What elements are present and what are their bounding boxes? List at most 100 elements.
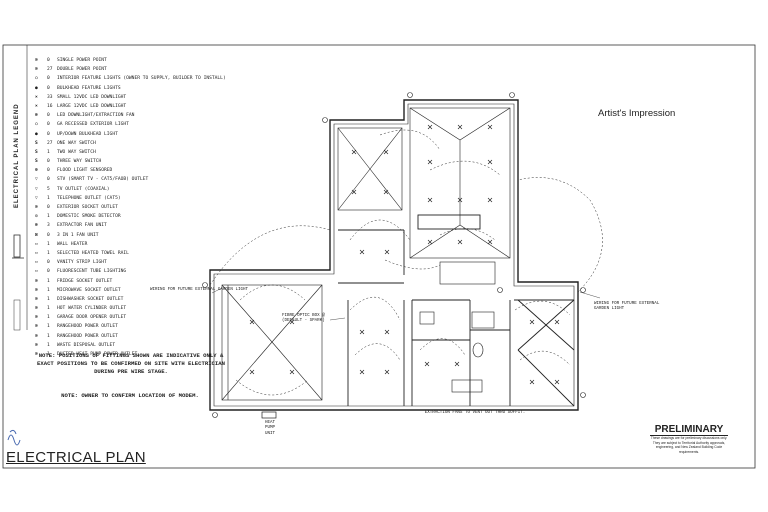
legend-qty: 1 (47, 241, 50, 247)
legend-symbol-icon: S (35, 140, 38, 146)
legend-symbol-icon: ▭ (35, 260, 38, 266)
legend-label: VANITY STRIP LIGHT (57, 260, 107, 266)
legend-qty: 1 (47, 342, 50, 348)
interior-walls (338, 229, 575, 407)
legend-symbol-icon: ⊙ (35, 352, 38, 357)
legend-label: FLOOD LIGHT SENSORED (57, 168, 113, 174)
legend-symbol-icon: ⊙ (35, 315, 38, 321)
legend-symbol-icon: ⊙ (35, 278, 38, 284)
preliminary-title: PRELIMINARY (650, 424, 728, 436)
preliminary-note: These drawings are for preliminary discu… (650, 436, 728, 454)
legend-label: ONE WAY SWITCH (57, 140, 96, 146)
legend-label: STV (SMART TV - CAT5/FAOB) OUTLET (57, 177, 149, 183)
legend-label: HOT WATER CYLINDER OUTLET (57, 306, 127, 312)
legend-symbol-icon: ▭ (35, 241, 38, 247)
bedroom-upper-left (337, 127, 403, 211)
legend-symbol-icon: S (35, 149, 38, 155)
legend-qty: 33 (47, 94, 53, 100)
wiring-left-annotation: WIRING FOR FUTURE EXTERNAL GARDEN LIGHT (150, 288, 249, 292)
legend-symbol-icon: ⊕ (35, 168, 38, 174)
legend-label: GA RECESSED EXTERIOR LIGHT (57, 122, 129, 128)
legend-symbol-icon: ⊙ (35, 205, 38, 210)
legend-symbol-icon: S (35, 159, 38, 165)
legend-symbol-icon: ⊙ (35, 333, 38, 339)
legend-symbol-icon: ⊙ (35, 342, 38, 348)
exterior-walls (209, 99, 579, 411)
legend-label: DUCTED HEAT PUMP POWER OUTLET (57, 352, 138, 357)
legend-symbol-icon: ● (35, 85, 38, 91)
legend-symbol-icon: ○ (35, 76, 38, 82)
toilet (472, 342, 484, 358)
legend-qty: 27 (47, 140, 53, 146)
legend-symbol-icon: ⊗ (35, 113, 38, 119)
legend-label: MICROWAVE SOCKET OUTLET (57, 287, 121, 293)
legend-symbol-icon: × (35, 103, 38, 109)
legend-item: ▭ 1 WALL HEATER (35, 240, 235, 249)
legend-label: EXTRACTOR FAN UNIT (57, 223, 107, 229)
legend-qty: 1 (47, 278, 50, 284)
kitchen-bench (439, 261, 496, 285)
legend-label: WALL HEATER (57, 241, 88, 247)
legend-qty: 3 (47, 223, 50, 229)
heat-pump-annotation: HEAT PUMP UNIT (264, 421, 276, 436)
legend-label: DOMESTIC SMOKE DETECTOR (57, 214, 121, 220)
legend-qty: 1 (47, 306, 50, 312)
legend-qty: 0 (47, 269, 50, 275)
legend-qty: 1 (47, 333, 50, 339)
legend-label: UP/DOWN BULKHEAD LIGHT (57, 131, 118, 137)
legend-symbol-icon: ⊙ (35, 306, 38, 312)
legend-qty: 0 (47, 177, 50, 183)
legend-symbol-icon: × (35, 94, 38, 100)
legend-qty: 1 (47, 324, 50, 330)
artist-impression-label: Artist's Impression (598, 108, 676, 119)
legend-symbol-icon: ⊙ (35, 324, 38, 330)
legend-qty: 1 (47, 149, 50, 155)
modem-note: NOTE: OWNER TO CONFIRM LOCATION OF MODEM… (61, 392, 199, 399)
legend-item: ● 0 BULKHEAD FEATURE LIGHTS (35, 84, 235, 93)
garage (221, 284, 323, 401)
fittings-note: NOTE: POSITIONS OF FITTINGS SHOWN ARE IN… (37, 352, 225, 375)
legend-qty: 5 (47, 186, 50, 192)
heat-pump-unit (261, 411, 277, 419)
bathtub (451, 379, 483, 393)
legend-qty: 0 (47, 85, 50, 91)
legend-symbol-icon: ◎ (35, 214, 38, 220)
plan-title: ELECTRICAL PLAN (6, 449, 146, 466)
living-wing (409, 107, 511, 259)
wiring-right-annotation: WIRING FOR FUTURE EXTERNAL GARDEN LIGHT (594, 302, 660, 312)
legend-label: SINGLE POWER POINT (57, 58, 107, 63)
extraction-annotation: EXTRACTION FANS TO VENT OUT THRU SOFFIT. (424, 411, 526, 415)
vanity (419, 311, 435, 325)
legend-qty: 0 (47, 232, 50, 238)
legend-item: ⊙ 1 FRIDGE SOCKET OUTLET (35, 277, 235, 286)
legend-label: BULKHEAD FEATURE LIGHTS (57, 85, 121, 91)
preliminary-stamp: PRELIMINARY These drawings are for preli… (650, 424, 728, 462)
legend-label: EXTERIOR SOCKET OUTLET (57, 205, 118, 210)
legend-qty: 0 (47, 131, 50, 137)
legend-label: GARAGE DOOR OPENER OUTLET (57, 315, 127, 321)
legend-symbol-icon: ▽ (35, 195, 38, 201)
legend-qty: 16 (47, 103, 53, 109)
legend-symbol-icon: ▭ (35, 269, 38, 275)
legend-label: FRIDGE SOCKET OUTLET (57, 278, 113, 284)
